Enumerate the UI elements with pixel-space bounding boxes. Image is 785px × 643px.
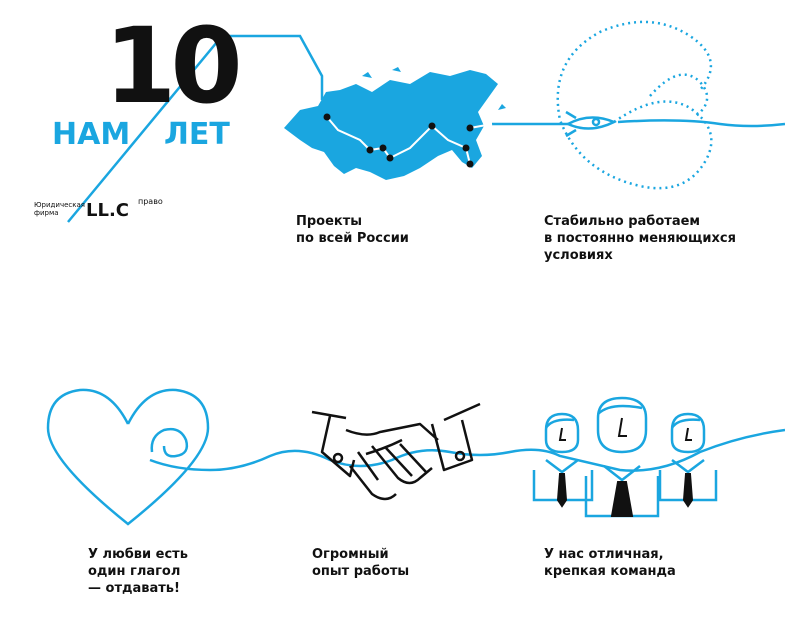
russia-map-icon [284,67,506,180]
caption-team: У нас отличная, крепкая команда [544,547,676,579]
connector-line-top-3 [617,119,785,128]
brand-superscript: право [138,197,163,206]
rocket-icon [565,110,618,138]
handshake-icon [311,402,481,501]
caption-projects: Проекты по всей России [296,214,409,246]
dotted-orbit-icon [556,20,713,190]
heart-icon [46,388,210,526]
logo-word-left: НАМ [52,117,131,152]
caption-stable: Стабильно работаем в постоянно меняющихс… [544,214,736,263]
caption-experience: Огромный опыт работы [312,547,410,579]
brand-name: LL.C [86,200,129,221]
team-details-icon [556,417,694,517]
logo-number: 10 [104,5,243,127]
caption-love: У любви есть один глагол — отдавать! [88,547,188,596]
logo-word-right: ЛЕТ [164,117,230,152]
firm-caption: Юридическая фирма [34,201,85,217]
connector-line-bottom [149,428,785,472]
connector-line-top [67,34,324,223]
